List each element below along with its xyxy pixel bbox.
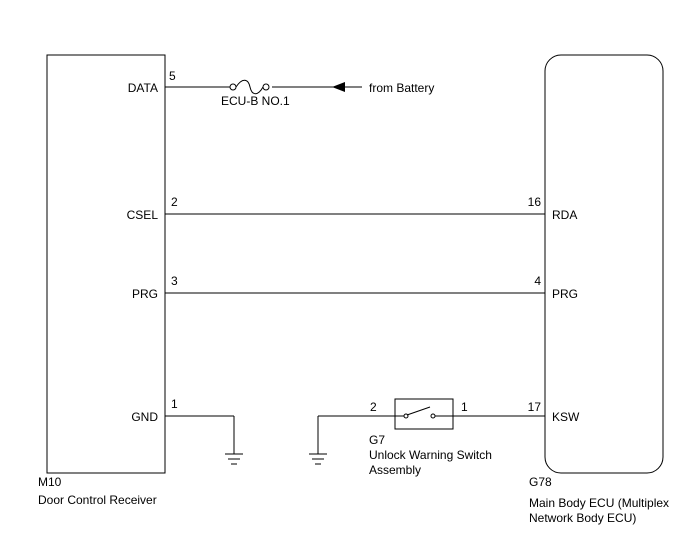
pin-label-gnd: GND (131, 410, 158, 424)
pin-number-1: 1 (171, 397, 178, 411)
pin-number-17: 17 (528, 400, 542, 414)
switch-name-line1: Unlock Warning Switch (369, 448, 492, 462)
switch-pin-1: 1 (461, 400, 468, 414)
battery-label: from Battery (369, 81, 434, 95)
switch-name-line2: Assembly (369, 463, 421, 477)
pin-label-prg: PRG (552, 287, 578, 301)
ksw-wire (317, 415, 545, 454)
door-control-receiver-box (46, 54, 166, 474)
switch-pin-2: 2 (370, 400, 377, 414)
pin-label-prg: PRG (132, 287, 158, 301)
unlock-warning-switch (394, 398, 454, 430)
pin-label-rda: RDA (552, 208, 577, 222)
body-ecu-name-line1: Main Body ECU (Multiplex (529, 496, 669, 510)
main-body-ecu-box (544, 54, 664, 474)
fuse-label: ECU-B NO.1 (221, 94, 290, 108)
body-ecu-name-line2: Network Body ECU) (529, 511, 636, 525)
pin-number-2: 2 (171, 195, 178, 209)
switch-connector: G7 (369, 433, 385, 447)
ground-icon (309, 453, 327, 465)
arrow-left-icon (332, 82, 362, 92)
pin-label-ksw: KSW (552, 410, 580, 424)
door-receiver-name: Door Control Receiver (38, 493, 157, 507)
pin-number-5: 5 (169, 69, 176, 83)
door-receiver-connector: M10 (38, 475, 62, 489)
pin-number-3: 3 (171, 274, 178, 288)
pin-number-16: 16 (528, 195, 542, 209)
pin-number-4: 4 (534, 274, 541, 288)
pin-label-data: DATA (128, 81, 158, 95)
gnd-wire (165, 415, 235, 454)
fuse-icon (229, 79, 270, 95)
body-ecu-connector: G78 (529, 475, 552, 489)
pin-label-csel: CSEL (127, 208, 159, 222)
ground-icon (225, 453, 243, 465)
